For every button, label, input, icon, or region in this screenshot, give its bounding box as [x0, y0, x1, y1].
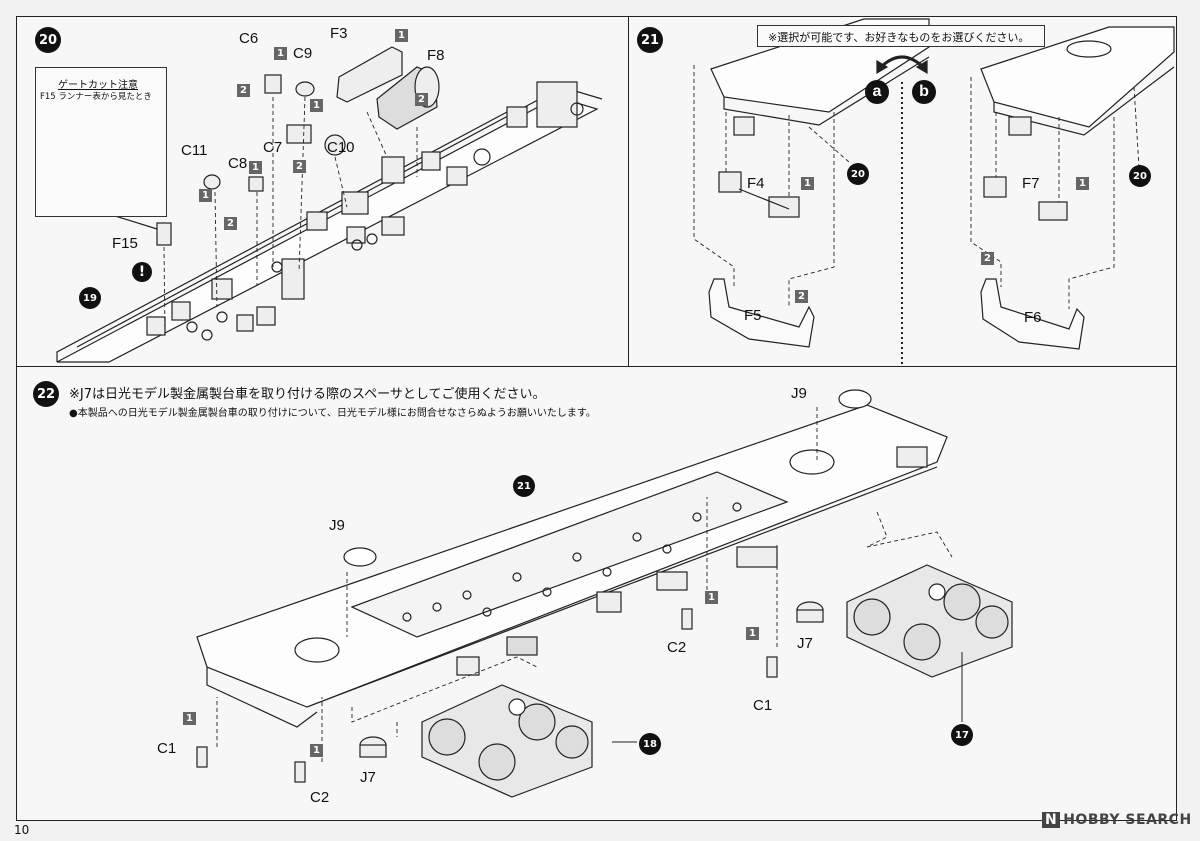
label-c2-right: C2 — [667, 639, 687, 656]
runner-badge: 1 — [249, 161, 262, 174]
ref-step-20-b: 20 — [1129, 165, 1151, 187]
label-c1-right: C1 — [753, 697, 773, 714]
runner-badge: 1 — [274, 47, 287, 60]
runner-badge: 2 — [415, 93, 428, 106]
step-21-number: 21 — [637, 27, 663, 53]
label-j9-top: J9 — [791, 385, 807, 402]
label-f8: F8 — [427, 47, 445, 64]
label-c8: C8 — [228, 155, 248, 172]
label-f5: F5 — [744, 307, 762, 324]
step-22-number: 22 — [33, 381, 59, 407]
label-j7-left: J7 — [360, 769, 376, 786]
ref-step-19: 19 — [79, 287, 101, 309]
label-c7: C7 — [263, 139, 283, 156]
selection-note-box: ※選択が可能です、お好きなものをお選びください。 — [757, 25, 1045, 47]
label-j7-right: J7 — [797, 635, 813, 652]
runner-badge: 1 — [1076, 177, 1089, 190]
label-f3: F3 — [330, 25, 348, 42]
label-c1-left: C1 — [157, 740, 177, 757]
gate-cut-note-subtitle: F15 ランナー表から見たとき — [40, 92, 152, 102]
runner-badge: 1 — [310, 744, 323, 757]
step-20-underframe-drawing — [56, 46, 603, 363]
label-f4: F4 — [747, 175, 765, 192]
selection-note: ※選択が可能です、お好きなものをお選びください。 — [768, 31, 1030, 44]
step-22-assembly-drawing — [196, 389, 1013, 798]
watermark-badge: N — [1042, 812, 1061, 828]
gate-cut-note-box: ゲートカット注意 F15 ランナー表から見たとき — [35, 67, 167, 217]
runner-badge: 1 — [310, 99, 323, 112]
label-c10: C10 — [327, 139, 355, 156]
label-c11: C11 — [181, 142, 208, 159]
option-a-badge: a — [865, 80, 889, 104]
option-b-badge: b — [912, 80, 936, 104]
step-22-note-2: ●本製品への日光モデル製金属製台車の取り付けについて、日光モデル様にお問合せなさ… — [69, 408, 596, 419]
runner-badge: 2 — [293, 160, 306, 173]
step-20-number: 20 — [35, 27, 61, 53]
step-22-panel: 22 ※J7は日光モデル製金属製台車を取り付ける際のスペーサとしてご使用ください… — [16, 366, 1177, 821]
runner-badge: 1 — [183, 712, 196, 725]
ref-step-18: 18 — [639, 733, 661, 755]
caution-icon: ! — [132, 262, 152, 282]
label-f15: F15 — [112, 235, 138, 252]
step-22-note-1: ※J7は日光モデル製金属製台車を取り付ける際のスペーサとしてご使用ください。 — [69, 387, 546, 402]
runner-badge: 2 — [237, 84, 250, 97]
step-21-panel: 21 ※選択が可能です、お好きなものをお選びください。 a b F4 F5 F7… — [628, 16, 1177, 368]
label-f7: F7 — [1022, 175, 1040, 192]
label-c6: C6 — [239, 30, 259, 47]
ref-step-17: 17 — [951, 724, 973, 746]
runner-badge: 1 — [746, 627, 759, 640]
runner-badge: 1 — [199, 189, 212, 202]
runner-badge: 1 — [705, 591, 718, 604]
page-number: 10 — [14, 823, 30, 837]
ref-step-21: 21 — [513, 475, 535, 497]
step-21-bogie-drawing — [693, 18, 1175, 367]
runner-badge: 2 — [981, 252, 994, 265]
gate-cut-note-title: ゲートカット注意 — [58, 80, 138, 91]
runner-badge: 2 — [224, 217, 237, 230]
runner-badge: 1 — [395, 29, 408, 42]
label-f6: F6 — [1024, 309, 1042, 326]
runner-badge: 1 — [801, 177, 814, 190]
label-c9: C9 — [293, 45, 313, 62]
watermark-text: HOBBY SEARCH — [1063, 812, 1192, 828]
label-j9-left: J9 — [329, 517, 345, 534]
runner-badge: 2 — [795, 290, 808, 303]
ref-step-20-a: 20 — [847, 163, 869, 185]
step-20-panel: 20 ゲートカット注意 F15 ランナー表から見たとき C6 C9 F3 F8 … — [16, 16, 630, 368]
label-c2-left: C2 — [310, 789, 330, 806]
